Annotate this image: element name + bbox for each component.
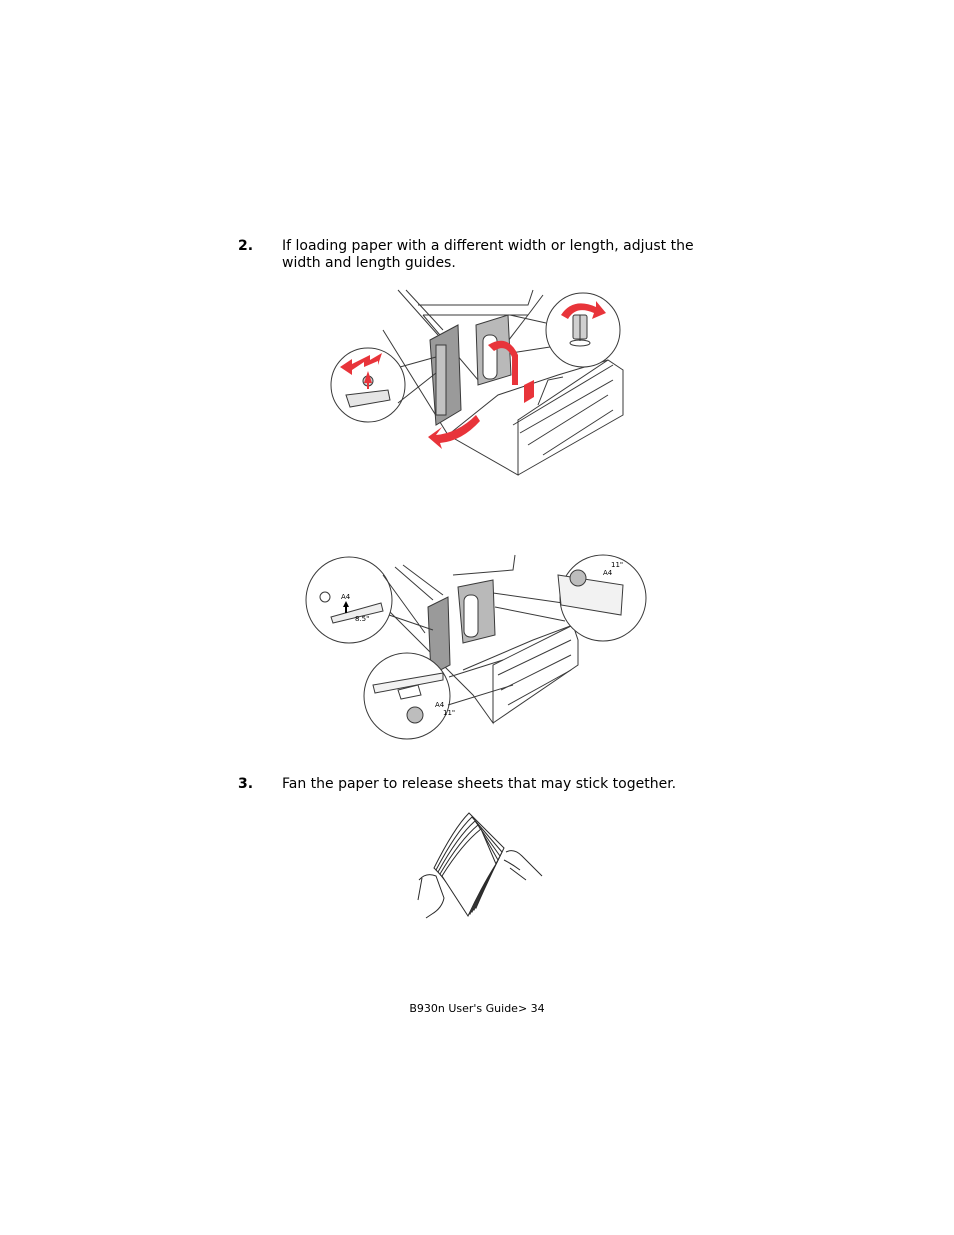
step-number: 3. bbox=[238, 776, 254, 792]
figure-label: 11" bbox=[611, 561, 623, 569]
page-footer: B930n User's Guide> 34 bbox=[409, 1002, 545, 1015]
tray-guides-figure bbox=[328, 285, 628, 480]
figure-label: 8.5" bbox=[355, 615, 369, 623]
figure-label: A4 bbox=[603, 569, 613, 577]
figure-label: 11" bbox=[443, 709, 455, 717]
figure-label: A4 bbox=[341, 593, 351, 601]
step-text: Fan the paper to release sheets that may… bbox=[282, 776, 677, 792]
figure-label: A4 bbox=[435, 701, 445, 709]
step-number: 2. bbox=[238, 238, 254, 254]
step-text: If loading paper with a different width … bbox=[282, 238, 694, 271]
size-markings-figure: A4 8.5" A4 11" A4 11" bbox=[303, 545, 649, 747]
fan-paper-figure bbox=[414, 808, 544, 920]
